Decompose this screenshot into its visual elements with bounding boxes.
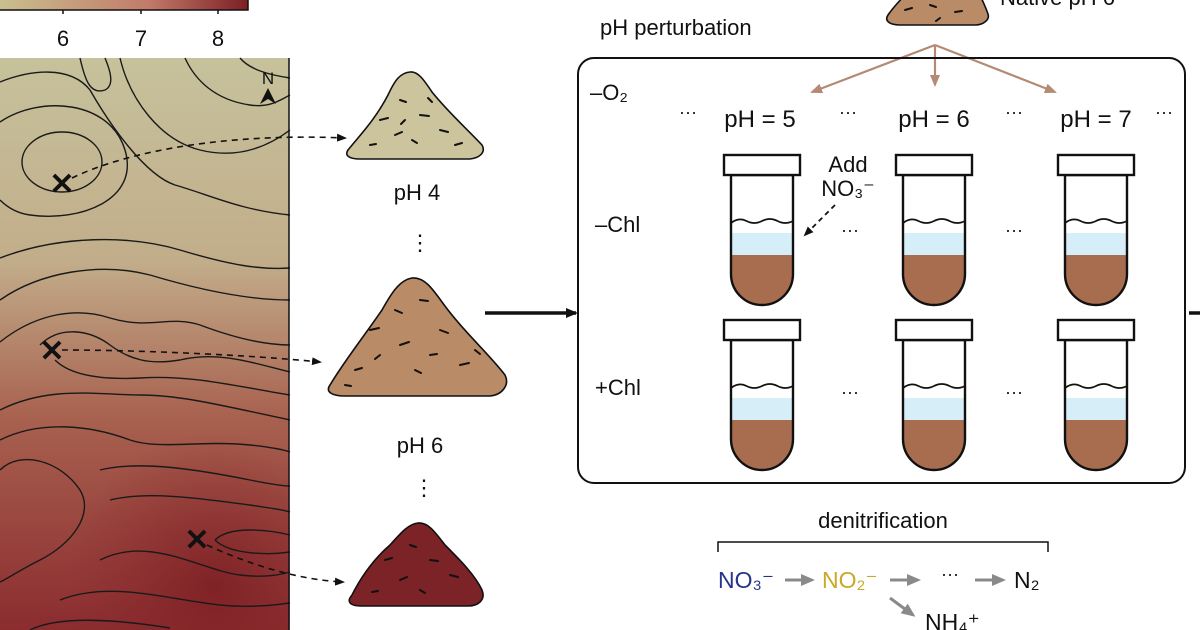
- liquid-layer: [731, 398, 793, 423]
- liquid-layer: [1065, 233, 1127, 258]
- reaction-arrow: [889, 596, 916, 617]
- native-soil: Native pH 6: [885, 0, 1115, 26]
- nitrate-species: NO₃⁻: [718, 567, 774, 593]
- sample-site-marker: ✕: [49, 168, 74, 201]
- horizontal-ellipsis: ···: [1155, 102, 1173, 122]
- liquid-layer: [903, 398, 965, 423]
- water-surface: [1064, 383, 1128, 389]
- sampling-arrows: [61, 133, 347, 586]
- pathway-bracket: [717, 541, 1049, 552]
- liquid-layer: [731, 233, 793, 258]
- colorbar-tick: 8: [212, 26, 224, 51]
- soil-pile-icon: [327, 277, 508, 397]
- ammonium-species: NH₄⁺: [925, 609, 980, 630]
- ph-perturbation-panel: pH perturbation –O₂ ··· pH = 5 ··· pH = …: [577, 15, 1186, 484]
- colorbar-tick: 6: [57, 26, 69, 51]
- north-label: N: [262, 69, 274, 88]
- add-nitrate-arrow: [803, 204, 836, 237]
- horizontal-ellipsis: ···: [841, 382, 859, 402]
- tube-ellipses: ··· ··· ··· ···: [841, 220, 1023, 402]
- test-tube-icon: [894, 153, 974, 307]
- soil-ph-label: pH 4: [394, 180, 440, 205]
- horizontal-ellipsis: ···: [841, 220, 859, 240]
- horizontal-ellipsis: ···: [679, 102, 697, 122]
- vertical-ellipsis: ⋮: [409, 230, 431, 255]
- horizontal-ellipsis: ···: [839, 102, 857, 122]
- test-tube-icon: [1056, 153, 1136, 307]
- water-surface: [902, 383, 966, 389]
- tube-grid: [722, 153, 1136, 472]
- tube-body: [729, 173, 795, 307]
- treatment-row-label: –Chl: [595, 212, 640, 237]
- intermediate-ellipsis: ···: [941, 564, 959, 584]
- ph-treatment-label: pH = 6: [898, 106, 969, 133]
- water-surface: [730, 383, 794, 389]
- tube-body: [901, 173, 967, 307]
- site-contour-map: N ✕ ✕ ✕: [0, 57, 291, 630]
- test-tube-icon: [894, 318, 974, 472]
- soil-samples: pH 4 ⋮ pH 6 ⋮: [327, 71, 508, 607]
- dinitrogen-species: N₂: [1014, 567, 1040, 593]
- tube-cap: [1056, 153, 1136, 177]
- soil-ph-label: pH 6: [397, 433, 443, 458]
- add-nitrate-label: Add: [828, 152, 867, 177]
- liquid-layer: [1065, 398, 1127, 423]
- contour-lines: [0, 57, 291, 630]
- test-tube-icon: [1056, 318, 1136, 472]
- colorbar-tick: 7: [135, 26, 147, 51]
- soil-pile-icon: [348, 522, 484, 607]
- test-tube-icon: [722, 153, 802, 307]
- tube-cap: [722, 153, 802, 177]
- horizontal-ellipsis: ···: [1005, 220, 1023, 240]
- north-arrow-icon: [260, 88, 276, 104]
- panel-title: pH perturbation: [600, 15, 752, 40]
- water-surface: [1064, 218, 1128, 224]
- panel-frame: [577, 57, 1186, 484]
- tube-body: [729, 338, 795, 472]
- sample-site-marker: ✕: [184, 524, 209, 557]
- ph-treatment-label: pH = 7: [1060, 106, 1131, 133]
- tube-cap: [894, 153, 974, 177]
- ph-colorbar: 6 7 8: [0, 0, 249, 51]
- perturbation-split-arrows: [810, 43, 1057, 94]
- soil-pile-icon: [345, 71, 485, 160]
- horizontal-ellipsis: ···: [1005, 102, 1023, 122]
- oxygen-condition-label: –O₂: [590, 80, 628, 105]
- soil-pile-icon: [885, 0, 990, 26]
- tube-cap: [1056, 318, 1136, 342]
- colorbar-gradient: [0, 0, 249, 11]
- native-ph-label: Native pH 6: [1000, 0, 1115, 10]
- tube-cap: [722, 318, 802, 342]
- tube-cap: [894, 318, 974, 342]
- pathway-title: denitrification: [818, 508, 948, 533]
- ph-treatment-label: pH = 5: [724, 106, 795, 133]
- tube-body: [1063, 173, 1129, 307]
- water-surface: [730, 218, 794, 224]
- nitrite-species: NO₂⁻: [822, 567, 878, 593]
- denitrification-pathway: denitrification NO₃⁻ NO₂⁻ ··· N₂ NH₄⁺: [717, 508, 1049, 630]
- treatment-row-label: +Chl: [595, 375, 641, 400]
- add-nitrate-formula: NO₃⁻: [821, 176, 875, 201]
- vertical-ellipsis: ⋮: [413, 475, 435, 500]
- test-tube-icon: [722, 318, 802, 472]
- tube-body: [901, 338, 967, 472]
- liquid-layer: [903, 233, 965, 258]
- sample-site-marker: ✕: [39, 335, 64, 368]
- horizontal-ellipsis: ···: [1005, 382, 1023, 402]
- tube-body: [1063, 338, 1129, 472]
- water-surface: [902, 218, 966, 224]
